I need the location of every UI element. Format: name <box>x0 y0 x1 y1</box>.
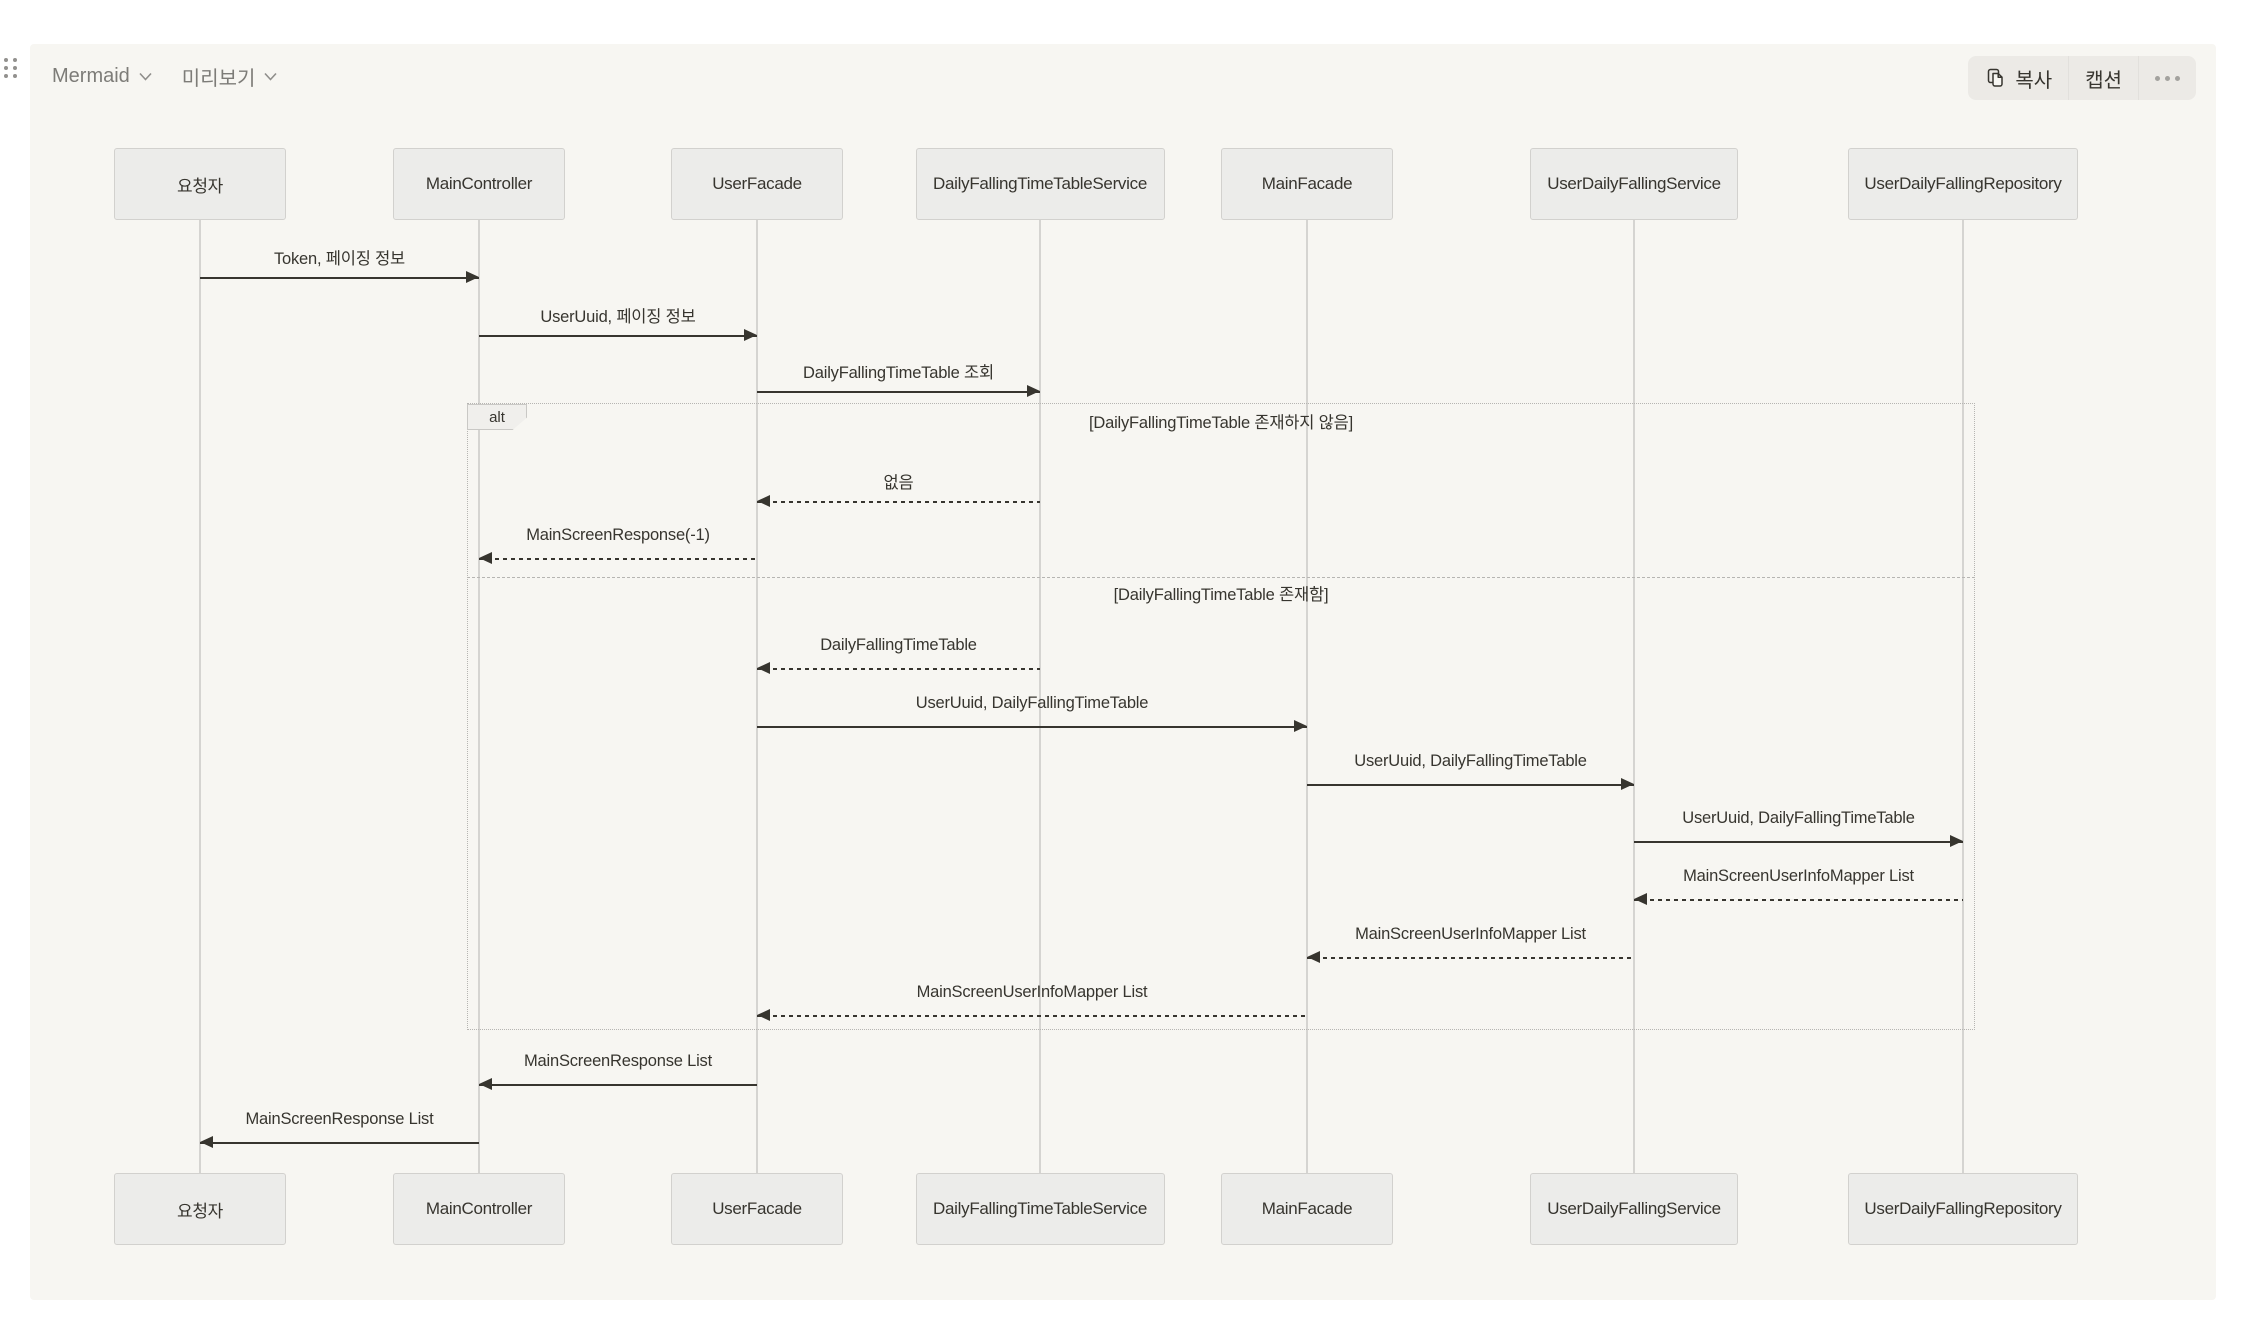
arrowhead-6 <box>757 662 770 674</box>
drag-dot <box>13 58 17 62</box>
language-select-button[interactable]: Mermaid <box>52 65 152 88</box>
participant-UserDailyFallingRepository-bottom: UserDailyFallingRepository <box>1848 1173 2078 1245</box>
arrowhead-4 <box>757 495 770 507</box>
more-options-button[interactable] <box>2138 56 2196 100</box>
message-line-1 <box>200 277 479 279</box>
drag-dot <box>4 58 8 62</box>
lifeline-requester <box>199 220 201 1173</box>
message-label-6: DailyFallingTimeTable <box>820 636 977 654</box>
alt-operator-label: alt <box>467 404 527 430</box>
lifeline-UserDailyFallingRepository <box>1962 220 1964 1173</box>
participant-MainFacade-bottom: MainFacade <box>1221 1173 1393 1245</box>
participant-DailyFallingTimeTableService-bottom: DailyFallingTimeTableService <box>915 1173 1165 1245</box>
alt-else-divider <box>467 577 1975 578</box>
message-label-4: 없음 <box>883 474 914 492</box>
message-line-7 <box>757 726 1307 728</box>
language-label: Mermaid <box>52 64 130 87</box>
drag-dot <box>13 74 17 78</box>
participant-requester-top: 요청자 <box>114 148 286 220</box>
alt-condition-1: [DailyFallingTimeTable 존재하지 않음] <box>1089 414 1353 432</box>
lifeline-UserFacade <box>756 220 758 1173</box>
copy-label: 복사 <box>2015 69 2053 92</box>
message-label-5: MainScreenResponse(-1) <box>526 526 710 544</box>
participant-MainController-top: MainController <box>393 148 565 220</box>
alt-condition-2: [DailyFallingTimeTable 존재함] <box>1113 586 1329 604</box>
message-line-4 <box>757 501 1040 503</box>
participant-UserDailyFallingRepository-top: UserDailyFallingRepository <box>1848 148 2078 220</box>
caption-button[interactable]: 캡션 <box>2068 56 2138 100</box>
view-mode-label: 미리보기 <box>181 67 256 90</box>
message-line-9 <box>1634 841 1963 843</box>
arrowhead-13 <box>479 1078 492 1090</box>
drag-handle-icon[interactable] <box>4 58 17 84</box>
arrowhead-11 <box>1307 951 1320 963</box>
lifeline-UserDailyFallingService <box>1633 220 1635 1173</box>
drag-dot <box>13 66 17 70</box>
message-line-2 <box>479 335 757 337</box>
message-label-8: UserUuid, DailyFallingTimeTable <box>1354 752 1587 770</box>
message-line-13 <box>479 1084 757 1086</box>
message-line-6 <box>757 668 1040 670</box>
participant-DailyFallingTimeTableService-top: DailyFallingTimeTableService <box>915 148 1165 220</box>
message-label-9: UserUuid, DailyFallingTimeTable <box>1682 809 1915 827</box>
message-label-11: MainScreenUserInfoMapper List <box>1355 925 1586 943</box>
message-line-11 <box>1307 957 1634 959</box>
arrowhead-5 <box>479 552 492 564</box>
message-label-1: Token, 페이징 정보 <box>273 250 406 268</box>
mermaid-code-block <box>30 44 2216 1300</box>
message-label-13: MainScreenResponse List <box>523 1052 713 1070</box>
message-label-12: MainScreenUserInfoMapper List <box>916 983 1148 1001</box>
message-label-10: MainScreenUserInfoMapper List <box>1683 867 1914 885</box>
arrowhead-1 <box>466 271 479 283</box>
message-line-14 <box>200 1142 479 1144</box>
participant-UserFacade-bottom: UserFacade <box>671 1173 843 1245</box>
lifeline-MainFacade <box>1306 220 1308 1173</box>
participant-UserDailyFallingService-top: UserDailyFallingService <box>1530 148 1738 220</box>
message-line-10 <box>1634 899 1963 901</box>
message-label-2: UserUuid, 페이징 정보 <box>540 308 696 326</box>
ellipsis-icon <box>2155 75 2180 81</box>
arrowhead-14 <box>200 1136 213 1148</box>
message-label-7: UserUuid, DailyFallingTimeTable <box>915 694 1149 712</box>
block-toolbar: 복사 캡션 <box>1968 56 2196 100</box>
chevron-down-icon <box>139 72 152 81</box>
participant-UserFacade-top: UserFacade <box>671 148 843 220</box>
arrowhead-2 <box>744 329 757 341</box>
message-line-8 <box>1307 784 1634 786</box>
arrowhead-3 <box>1027 385 1040 397</box>
message-label-3: DailyFallingTimeTable 조회 <box>803 364 994 382</box>
arrowhead-7 <box>1294 720 1307 732</box>
drag-dot <box>4 66 8 70</box>
lifeline-DailyFallingTimeTableService <box>1039 220 1041 1173</box>
copy-button[interactable]: 복사 <box>1968 56 2068 100</box>
drag-dot <box>4 74 8 78</box>
message-label-14: MainScreenResponse List <box>245 1110 434 1128</box>
message-line-5 <box>479 558 757 560</box>
message-line-3 <box>757 391 1040 393</box>
block-header: Mermaid 미리보기 <box>52 58 277 94</box>
participant-MainController-bottom: MainController <box>393 1173 565 1245</box>
caption-label: 캡션 <box>2085 69 2122 92</box>
arrowhead-10 <box>1634 893 1647 905</box>
chevron-down-icon <box>264 72 277 81</box>
arrowhead-9 <box>1950 835 1963 847</box>
arrowhead-12 <box>757 1009 770 1021</box>
lifeline-MainController <box>478 220 480 1173</box>
alt-frame <box>467 403 1975 1030</box>
participant-UserDailyFallingService-bottom: UserDailyFallingService <box>1530 1173 1738 1245</box>
copy-icon <box>1988 68 2004 87</box>
arrowhead-8 <box>1621 778 1634 790</box>
participant-requester-bottom: 요청자 <box>114 1173 286 1245</box>
view-mode-select-button[interactable]: 미리보기 <box>182 62 278 91</box>
participant-MainFacade-top: MainFacade <box>1221 148 1393 220</box>
message-line-12 <box>757 1015 1307 1017</box>
